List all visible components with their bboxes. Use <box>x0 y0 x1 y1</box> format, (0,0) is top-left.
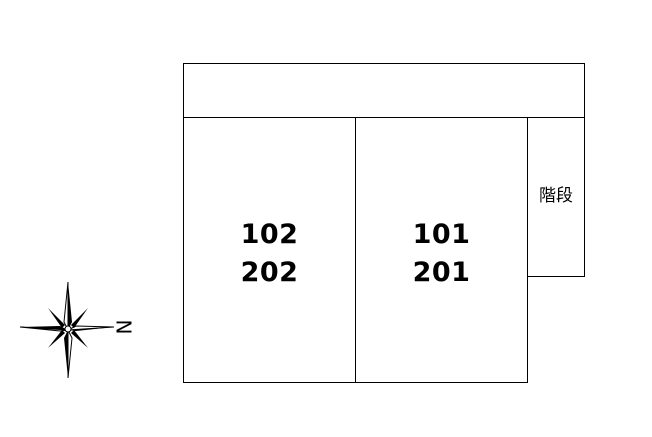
corridor <box>183 63 585 118</box>
unit-block-101-201: 101 201 <box>355 117 528 383</box>
unit-number-102: 102 <box>240 219 299 250</box>
unit-number-202: 202 <box>240 257 299 288</box>
stairs-area: 階段 <box>527 117 585 277</box>
unit-number-101: 101 <box>412 219 471 250</box>
stairs-label: 階段 <box>539 186 573 206</box>
north-label: N <box>111 319 136 335</box>
compass-rose-icon <box>18 280 118 380</box>
unit-number-201: 201 <box>412 257 471 288</box>
unit-block-102-202: 102 202 <box>183 117 356 383</box>
